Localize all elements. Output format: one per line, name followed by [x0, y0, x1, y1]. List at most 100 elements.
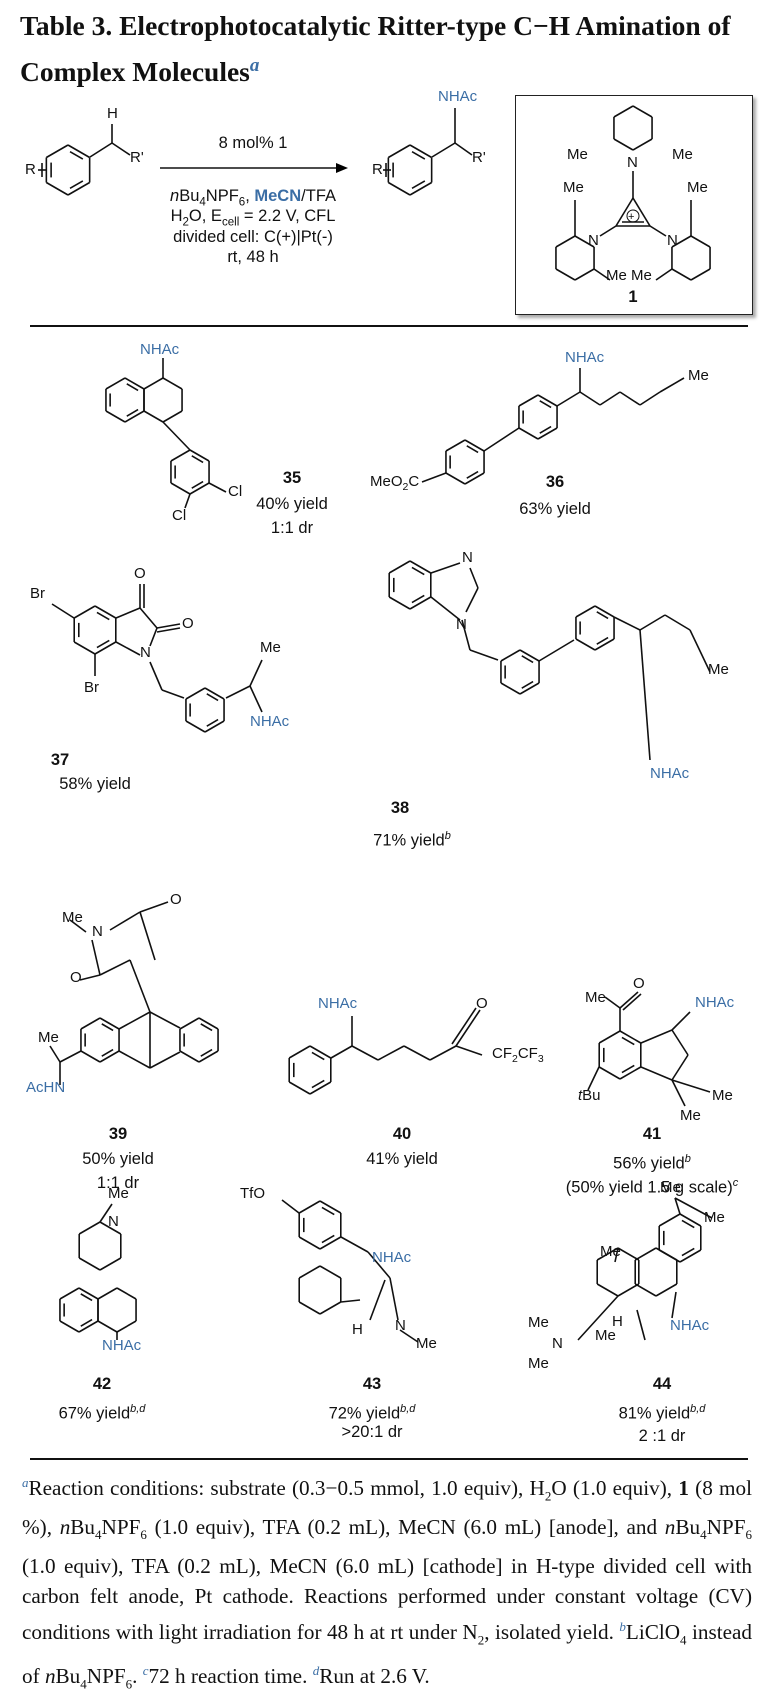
bond [208, 482, 227, 493]
bond [403, 1045, 431, 1061]
bond [671, 1011, 691, 1031]
ring-bond [690, 268, 711, 281]
bond [671, 1079, 711, 1093]
ring-bond [189, 482, 210, 495]
text-segment: , [245, 187, 255, 205]
atom-me: Me [585, 989, 606, 1006]
bond [149, 1011, 181, 1029]
atom-me: Me [563, 179, 584, 196]
bond [115, 641, 141, 656]
bond [469, 649, 499, 661]
ring-bond [59, 1287, 80, 1300]
compound-number: 35 [282, 469, 302, 487]
double-bond [321, 1206, 335, 1216]
text-segment: MeCN [254, 187, 302, 205]
bond [118, 1050, 151, 1069]
atom-cl: Cl [228, 483, 243, 500]
atom-h: H [612, 1313, 623, 1330]
ring-bond [619, 1030, 642, 1044]
ring-bond [679, 1249, 702, 1263]
ring-bond [464, 472, 485, 485]
atom-me: Me [672, 146, 693, 163]
atom-cf2cf3: CF2CF3 [492, 1045, 544, 1066]
double-bond [621, 1036, 635, 1046]
text-segment: LiClO [625, 1619, 681, 1644]
atom-me: Me [108, 1185, 129, 1202]
ring-bond [500, 682, 521, 695]
text-segment: 6 [140, 1527, 147, 1543]
bond [111, 142, 131, 156]
text-segment: 72 h reaction time. [148, 1663, 313, 1688]
bond [184, 493, 191, 509]
dr: 1:1 dr [96, 1174, 140, 1192]
atom-r: R [25, 161, 36, 178]
text-segment: (8 mol %), [22, 1476, 752, 1539]
ring-bond [671, 268, 692, 281]
bond [351, 1045, 379, 1061]
bond [115, 607, 141, 619]
atom-me: Me [600, 1243, 621, 1260]
ring-bond [409, 181, 433, 196]
atom-me: Me [528, 1355, 549, 1372]
ring-bond [613, 105, 634, 118]
ring-bond [655, 1283, 678, 1297]
text-segment: n [664, 1514, 676, 1539]
arrow-head-icon [336, 163, 348, 173]
double-bond [681, 1219, 695, 1229]
atom-n: N [552, 1335, 563, 1352]
yield: 63% yield [519, 500, 591, 518]
compound-number: 42 [92, 1375, 112, 1393]
bond [622, 993, 642, 1011]
atom-n: N [588, 232, 599, 249]
atom-o: O [70, 969, 82, 986]
ring-bond [594, 605, 615, 618]
ring-bond [537, 427, 558, 440]
bond [99, 1203, 113, 1223]
text-segment: O, E [188, 207, 222, 225]
atom-nhac: NHAc [372, 1249, 412, 1266]
text-segment: rt, 48 h [227, 248, 279, 266]
compound-number: 40 [392, 1125, 412, 1143]
text-segment: 4 [199, 196, 206, 209]
atom-o: O [134, 565, 146, 582]
double-bond [411, 150, 426, 160]
ring-bond [387, 181, 411, 196]
text-segment: Bu [55, 1663, 81, 1688]
bond [619, 991, 639, 1009]
double-bond [96, 639, 110, 649]
double-bond [191, 480, 204, 489]
bond [91, 939, 101, 976]
ring-bond [45, 181, 69, 196]
atom-me: Me [680, 1107, 701, 1124]
condition-line: H2O, Ecell = 2.2 V, CFL [171, 206, 336, 232]
bond [156, 627, 181, 633]
ring-bond [519, 682, 540, 695]
ring-bond [78, 1320, 99, 1333]
atom-h: H [352, 1321, 363, 1338]
double-bond [311, 1051, 325, 1061]
ring-bond [185, 720, 206, 733]
bond [149, 1051, 181, 1069]
bond [671, 1079, 686, 1107]
text-segment: 6 [745, 1527, 753, 1543]
bond [664, 614, 691, 631]
atom-nhac: NHAc [670, 1317, 710, 1334]
atom-me: Me [704, 1209, 725, 1226]
bond [671, 1029, 689, 1056]
double-bond [539, 425, 552, 434]
atom-r: R [372, 161, 383, 178]
atom-n: N [395, 1317, 406, 1334]
ring-bond [204, 687, 225, 700]
ring-bond [143, 410, 164, 423]
text-segment: 4 [700, 1527, 707, 1543]
ring-bond [574, 268, 595, 281]
text-segment: 2 [182, 216, 189, 229]
double-bond [521, 655, 534, 664]
ring-bond [658, 1213, 681, 1227]
atom-ester: MeO2C [370, 473, 420, 494]
ring-bond [617, 1247, 640, 1261]
double-bond [96, 611, 110, 621]
ring-bond [170, 449, 191, 462]
condition-line: nBu4NPF6, MeCN/TFA [170, 186, 336, 212]
bond [69, 919, 87, 933]
